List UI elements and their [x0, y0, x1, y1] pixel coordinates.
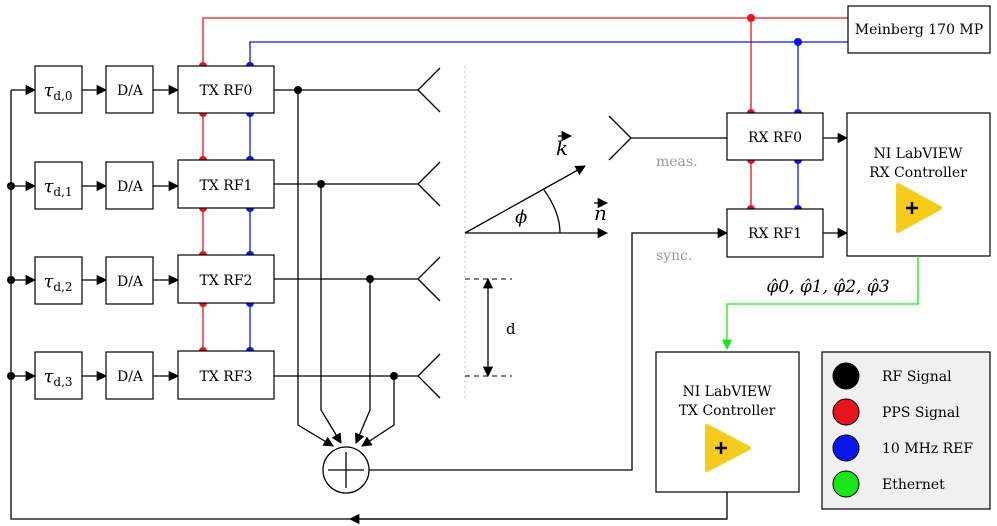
svg-text:NI LabVIEW: NI LabVIEW — [682, 384, 772, 400]
svg-text:τd,3: τd,3 — [43, 366, 72, 389]
n-vector-label: n — [594, 201, 607, 225]
labview-run-icon — [705, 424, 751, 472]
svg-text:RX RF1: RX RF1 — [748, 226, 802, 242]
tx-antennas — [417, 67, 441, 399]
legend: RF Signal PPS Signal 10 MHz REF Ethernet — [821, 351, 991, 510]
sync-label: sync. — [656, 248, 692, 264]
svg-text:RX Controller: RX Controller — [869, 165, 967, 181]
svg-text:τd,1: τd,1 — [43, 176, 72, 199]
dac-block-3: D/A — [105, 351, 154, 400]
meas-label: meas. — [656, 154, 698, 170]
dac-to-tx-arrows — [153, 84, 180, 382]
delay-block-3: τd,3 — [34, 351, 83, 400]
tx-rf-block-0: TX RF0 — [177, 65, 275, 114]
svg-text:NI LabVIEW: NI LabVIEW — [873, 146, 963, 162]
phi-label: ϕ — [515, 207, 527, 228]
svg-text:τd,2: τd,2 — [43, 271, 72, 294]
pps-lines — [202, 17, 848, 351]
tx-rf-lines — [274, 86, 418, 447]
legend-pps-label: PPS Signal — [882, 405, 960, 421]
k-vector-label: k — [556, 136, 568, 160]
rx-rf-block-0: RX RF0 — [726, 112, 824, 161]
dac-block-1: D/A — [105, 161, 154, 210]
legend-rf-swatch — [832, 362, 860, 390]
direction-vectors: ϕ k n — [464, 130, 609, 239]
labview-run-icon — [896, 183, 942, 233]
svg-text:D/A: D/A — [117, 274, 144, 290]
svg-text:τd,0: τd,0 — [43, 80, 72, 103]
legend-ethernet-label: Ethernet — [882, 477, 945, 493]
legend-pps-swatch — [832, 398, 860, 426]
delay-to-dac-arrows — [82, 84, 108, 382]
legend-rf-label: RF Signal — [882, 369, 952, 385]
rx-rf-block-1: RX RF1 — [726, 208, 824, 258]
rx-antenna — [608, 115, 727, 161]
delay-block-2: τd,2 — [34, 256, 83, 305]
spacing-indicator: d — [465, 277, 516, 378]
svg-text:D/A: D/A — [117, 179, 144, 195]
legend-ref10-label: 10 MHz REF — [882, 441, 973, 457]
svg-text:TX RF0: TX RF0 — [200, 83, 253, 99]
sync-line — [369, 227, 729, 471]
svg-text:D/A: D/A — [117, 369, 144, 385]
legend-ref10-swatch — [832, 434, 860, 462]
delay-block-1: τd,1 — [34, 161, 83, 210]
legend-ethernet-swatch — [832, 470, 860, 498]
tx-rf-block-1: TX RF1 — [177, 159, 275, 209]
dac-block-2: D/A — [105, 256, 154, 305]
combiner-sum-node — [322, 446, 370, 494]
phase-estimates-label: φ̂0, φ̂1, φ̂2, φ̂3 — [766, 277, 889, 297]
tx-rf-block-3: TX RF3 — [177, 350, 275, 400]
svg-text:RX RF0: RX RF0 — [748, 130, 802, 146]
svg-text:TX Controller: TX Controller — [679, 403, 776, 419]
rx-controller: NI LabVIEW RX Controller — [846, 112, 991, 257]
delay-block-0: τd,0 — [34, 65, 83, 114]
spacing-label: d — [506, 320, 516, 338]
svg-text:TX RF2: TX RF2 — [200, 273, 253, 289]
dac-block-0: D/A — [105, 65, 154, 114]
meinberg-label: Meinberg 170 MP — [855, 22, 983, 38]
ref10-lines — [249, 41, 848, 351]
svg-text:D/A: D/A — [117, 83, 144, 99]
meinberg-block: Meinberg 170 MP — [847, 5, 991, 54]
tx-rf-block-2: TX RF2 — [177, 254, 275, 304]
feedback-loop — [7, 84, 728, 525]
svg-text:TX RF3: TX RF3 — [200, 369, 253, 385]
ethernet-line — [721, 256, 919, 351]
svg-text:TX RF1: TX RF1 — [200, 178, 253, 194]
tx-controller: NI LabVIEW TX Controller — [655, 351, 800, 493]
